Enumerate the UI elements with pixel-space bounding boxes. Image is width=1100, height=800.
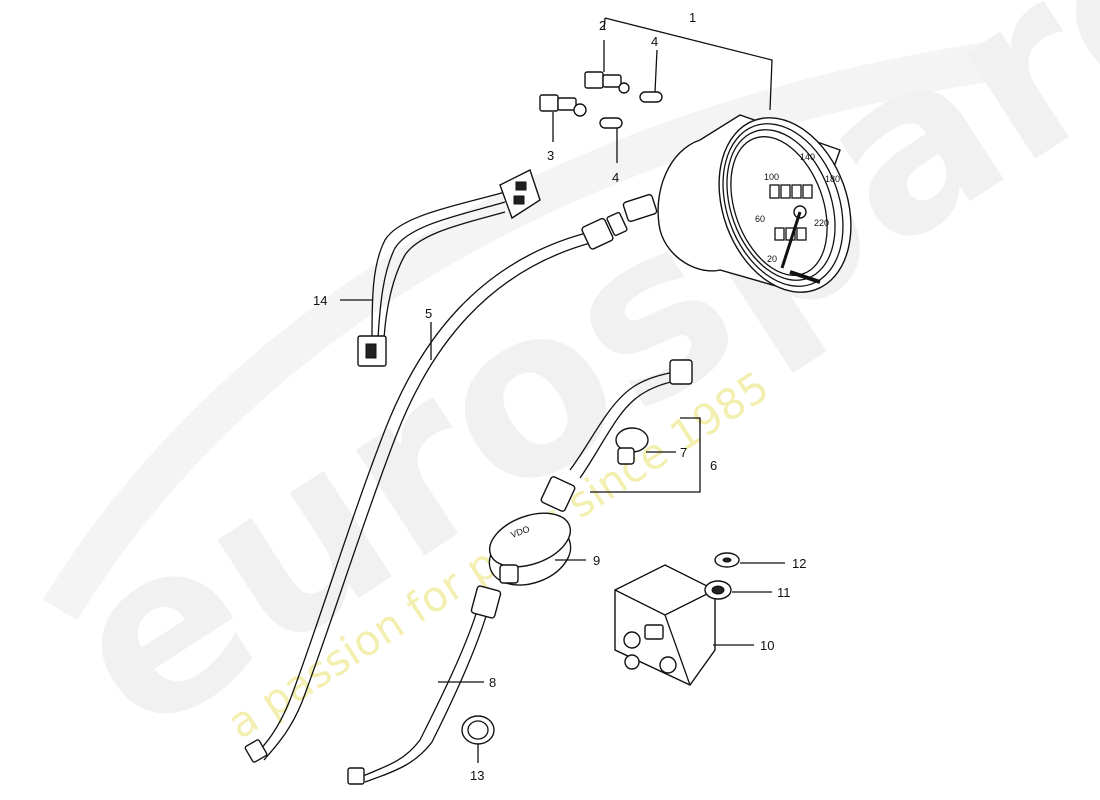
scale-180: 180 [825, 174, 840, 184]
callout-14: 14 [313, 293, 327, 308]
part-relay-box [614, 564, 716, 686]
part-cable-8 [347, 585, 502, 785]
callout-4a: 4 [651, 34, 658, 49]
part-angle-drive [540, 359, 693, 512]
callout-5: 5 [425, 306, 432, 321]
callout-1: 1 [689, 10, 696, 25]
part-wiring-harness [357, 169, 541, 367]
part-grommet-7 [615, 427, 649, 465]
watermark: eurospares a passion for parts since 198… [25, 0, 1100, 786]
part-speedometer: 20 60 100 140 180 220 [622, 114, 852, 293]
callout-11: 11 [777, 585, 791, 600]
part-vdo-sender: VDO [488, 512, 572, 586]
callout-8: 8 [489, 675, 496, 690]
part-nut-11 [704, 580, 732, 600]
callout-7: 7 [680, 445, 687, 460]
scale-60: 60 [755, 214, 765, 224]
part-bulbs-4 [599, 91, 663, 129]
callout-2: 2 [599, 18, 606, 33]
callout-13: 13 [470, 768, 484, 783]
part-washer-12 [714, 552, 740, 568]
scale-100: 100 [764, 172, 779, 182]
callout-9: 9 [593, 553, 600, 568]
callout-12: 12 [792, 556, 806, 571]
callout-labels: 1 2 3 4 4 5 6 7 8 9 10 11 12 13 14 [313, 10, 806, 783]
scale-140: 140 [800, 152, 815, 162]
part-bulb-holder-2 [584, 71, 630, 94]
callout-10: 10 [760, 638, 774, 653]
part-bulb-holder-3 [539, 94, 587, 117]
part-speedometer-cable [244, 211, 628, 763]
callout-3: 3 [547, 148, 554, 163]
callout-4b: 4 [612, 170, 619, 185]
leader-lines [340, 17, 785, 763]
speedometer-scale: 20 60 100 140 180 220 [755, 152, 840, 264]
scale-20: 20 [767, 254, 777, 264]
watermark-brand: eurospares [25, 0, 1100, 786]
part-grommet-13 [461, 715, 495, 745]
callout-6: 6 [710, 458, 717, 473]
scale-220: 220 [814, 218, 829, 228]
